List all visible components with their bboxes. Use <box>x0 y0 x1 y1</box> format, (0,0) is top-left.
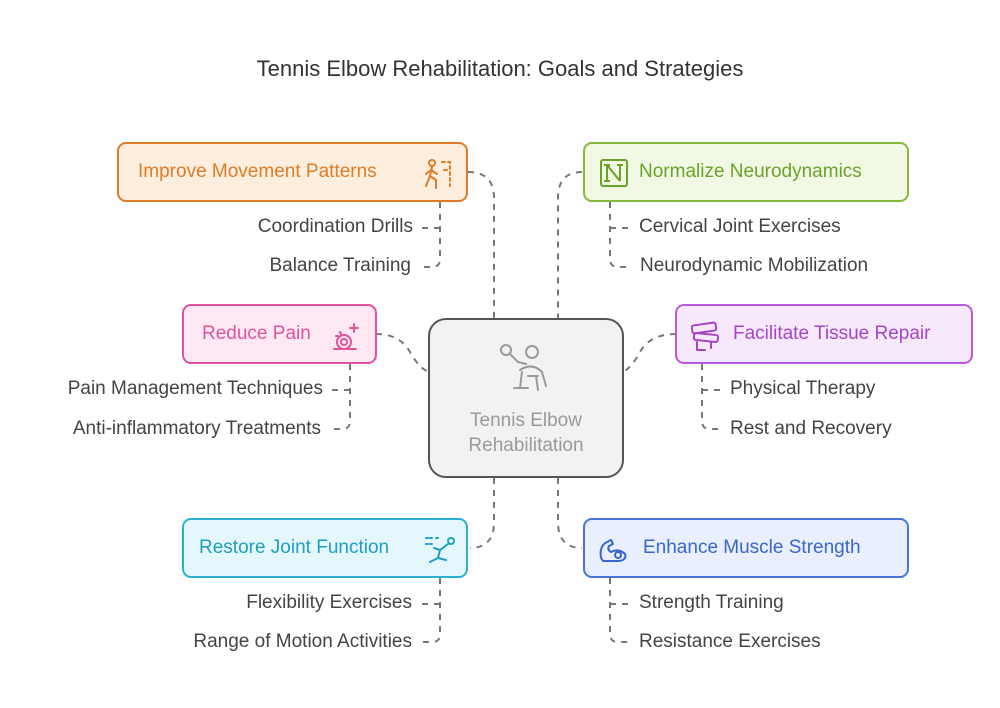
connector-muscle <box>557 478 583 549</box>
goal-label: Improve Movement Patterns <box>138 161 377 182</box>
strategy-anti-inflammatory-treatments: Anti-inflammatory Treatments <box>72 418 321 439</box>
notion-n-icon <box>599 158 629 194</box>
strategy-resistance-exercises: Resistance Exercises <box>639 631 821 652</box>
strategy-range-of-motion-activities: Range of Motion Activities <box>193 631 412 652</box>
strategy-strength-training: Strength Training <box>639 592 784 613</box>
connector-neuro-strategies <box>609 202 630 268</box>
goal-label: Normalize Neurodynamics <box>639 161 862 182</box>
center-node: Tennis Elbow Rehabilitation <box>428 318 624 478</box>
center-label-line2: Rehabilitation <box>468 435 584 456</box>
connector-joint-strategies <box>420 578 441 643</box>
snail-plus-icon <box>332 320 364 358</box>
goal-normalize-neurodynamics[interactable]: Normalize Neurodynamics <box>583 142 909 202</box>
connector-tissue-strategies <box>701 364 722 430</box>
strategy-rest-and-recovery: Rest and Recovery <box>730 418 892 439</box>
strategy-pain-management-techniques: Pain Management Techniques <box>67 378 323 399</box>
center-label-line1: Tennis Elbow <box>470 410 582 431</box>
goal-reduce-pain[interactable]: Reduce Pain <box>182 304 377 364</box>
connector-joint <box>469 478 495 549</box>
bandage-icon <box>689 320 721 358</box>
goal-label: Reduce Pain <box>202 323 311 344</box>
walking-person-icon <box>422 158 454 196</box>
connector-pain-strategies <box>330 364 351 430</box>
goal-label: Enhance Muscle Strength <box>643 537 861 558</box>
strategy-cervical-joint-exercises: Cervical Joint Exercises <box>639 216 841 237</box>
connector-movement <box>467 171 495 320</box>
connector-movement-strategies <box>420 202 441 268</box>
strategy-flexibility-exercises: Flexibility Exercises <box>246 592 412 613</box>
connector-muscle-strategies <box>609 578 630 643</box>
connector-pain <box>375 333 431 373</box>
tennis-player-icon <box>498 342 558 401</box>
goal-improve-movement-patterns[interactable]: Improve Movement Patterns <box>117 142 468 202</box>
goal-label: Facilitate Tissue Repair <box>733 323 931 344</box>
connector-tissue <box>621 333 677 373</box>
strategy-balance-training: Balance Training <box>269 255 411 276</box>
flexed-arm-icon <box>597 534 631 572</box>
strategy-physical-therapy: Physical Therapy <box>730 378 876 399</box>
diagram-title: Tennis Elbow Rehabilitation: Goals and S… <box>256 56 744 81</box>
connector-neuro <box>557 171 583 320</box>
strategy-coordination-drills: Coordination Drills <box>257 216 413 237</box>
strategy-neurodynamic-mobilization: Neurodynamic Mobilization <box>640 255 869 276</box>
goal-label: Restore Joint Function <box>199 537 390 558</box>
goal-restore-joint-function[interactable]: Restore Joint Function <box>182 518 468 578</box>
stretching-person-icon <box>424 534 456 572</box>
goal-enhance-muscle-strength[interactable]: Enhance Muscle Strength <box>583 518 909 578</box>
goal-facilitate-tissue-repair[interactable]: Facilitate Tissue Repair <box>675 304 973 364</box>
